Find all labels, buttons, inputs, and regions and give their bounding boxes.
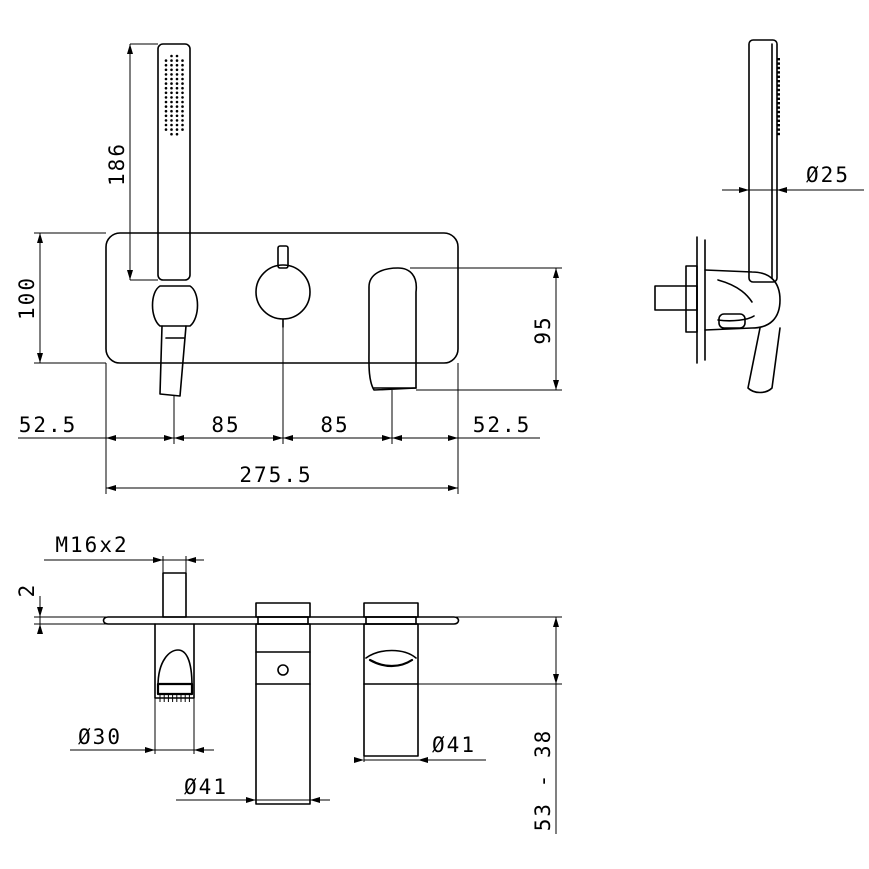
top-view — [102, 572, 460, 805]
wall-plate — [105, 232, 459, 364]
handshower-spray-nozzles — [164, 54, 184, 136]
top-holder-body — [154, 623, 195, 699]
dim-spout-diameter: Ø41 — [432, 733, 476, 757]
top-spout-body — [363, 623, 419, 757]
handshower-hose-connector — [159, 325, 187, 397]
side-handshower-holder — [704, 269, 781, 331]
dim-handle-diameter: Ø41 — [184, 775, 228, 799]
dim-spout-height: 95 — [531, 315, 555, 344]
dim-handshower-length: 186 — [105, 142, 129, 186]
dim-plate-thickness: 2 — [15, 583, 39, 598]
front-view — [105, 43, 459, 397]
mixer-lever — [277, 245, 289, 269]
dim-overall-width: 275.5 — [239, 463, 312, 487]
mixer-handle — [255, 264, 311, 320]
side-view: Ø25 — [654, 39, 864, 394]
side-handshower-nozzles — [777, 58, 780, 136]
dim-spacing-left: 85 — [211, 413, 240, 437]
top-wall-plate — [102, 616, 460, 625]
holder-knurl — [159, 694, 190, 702]
side-handshower-body — [748, 39, 778, 283]
dim-handshower-diameter: Ø25 — [806, 163, 850, 187]
dim-left-margin: 52.5 — [19, 413, 78, 437]
side-wall-plate — [696, 236, 706, 364]
front-dimensions: 186 100 95 52.5 85 85 52.5 — [15, 43, 562, 494]
thread-connector — [162, 572, 187, 618]
top-dimensions: M16x2 2 Ø30 Ø41 Ø41 53 - 38 — [15, 533, 562, 834]
spout — [368, 267, 418, 391]
dim-thread: M16x2 — [55, 533, 128, 557]
side-hose — [747, 327, 781, 394]
dim-spacing-right: 85 — [320, 413, 349, 437]
top-handle-cap — [255, 602, 311, 618]
dim-holder-diameter: Ø30 — [78, 725, 122, 749]
handshower-body — [157, 43, 191, 281]
top-spout-cap — [363, 602, 419, 618]
handshower-holder — [151, 285, 199, 327]
top-handle-body — [255, 623, 311, 805]
dim-plate-height: 100 — [15, 276, 39, 320]
dim-wall-depth-range: 53 - 38 — [531, 729, 555, 832]
dim-right-margin: 52.5 — [473, 413, 532, 437]
